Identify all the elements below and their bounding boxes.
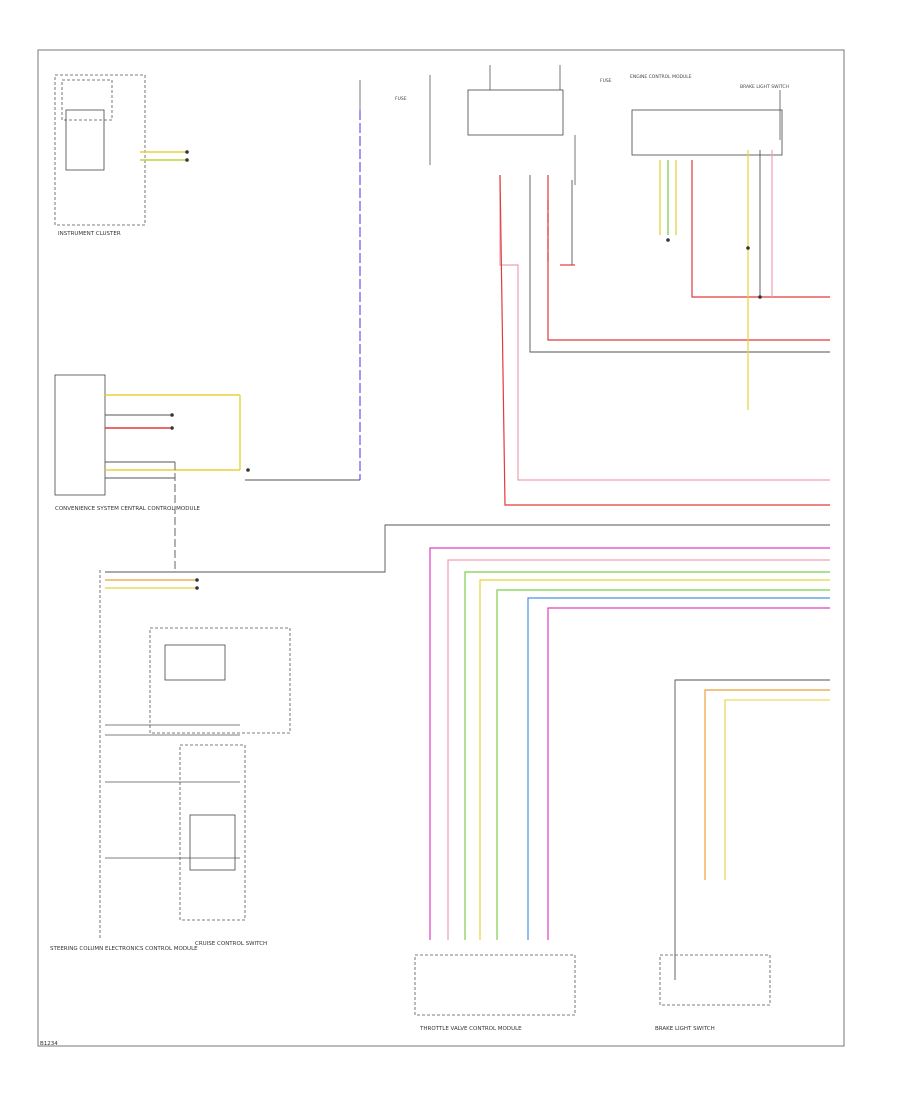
center-harness — [245, 80, 361, 481]
brake-sensor-wires: BRAKE LIGHT SWITCH — [655, 679, 830, 1032]
steering-column-module: STEERING COLUMN ELECTRONICS CONTROL MODU… — [50, 570, 198, 952]
steering-column-wires — [105, 524, 830, 590]
page-code: B1234 — [40, 1041, 58, 1047]
cluster-wires — [140, 150, 189, 162]
fuse-a-label: FUSE — [395, 96, 407, 102]
instrument-cluster: INSTRUMENT CLUSTER — [54, 74, 146, 237]
convenience-wires — [105, 394, 250, 570]
red-harness — [499, 174, 830, 506]
relay-block — [429, 65, 576, 185]
throttle-label: THROTTLE VALVE CONTROL MODULE — [419, 1026, 522, 1032]
engine-control-module: ENGINE CONTROL MODULE — [630, 74, 783, 242]
ecm-label: ENGINE CONTROL MODULE — [630, 74, 692, 80]
brake-light-switch: BRAKE LIGHT SWITCH — [740, 84, 789, 410]
diagram-frame — [37, 49, 845, 1047]
fuse-b-label: FUSE — [600, 78, 612, 84]
ecm-red-wire — [691, 160, 830, 298]
cruise-control-switch: CRUISE CONTROL SWITCH — [105, 627, 291, 947]
convenience-label: CONVENIENCE SYSTEM CENTRAL CONTROL MODUL… — [55, 506, 201, 512]
brake-light-label: BRAKE LIGHT SWITCH — [740, 84, 789, 90]
throttle-module: THROTTLE VALVE CONTROL MODULE — [414, 954, 576, 1032]
convenience-module: CONVENIENCE SYSTEM CENTRAL CONTROL MODUL… — [54, 374, 201, 512]
brake-sensor-label: BRAKE LIGHT SWITCH — [655, 1026, 715, 1032]
throttle-bus — [429, 547, 830, 940]
cluster-label: INSTRUMENT CLUSTER — [58, 231, 121, 237]
cruise-switch-label: CRUISE CONTROL SWITCH — [195, 941, 267, 947]
steering-column-label: STEERING COLUMN ELECTRONICS CONTROL MODU… — [50, 946, 198, 952]
